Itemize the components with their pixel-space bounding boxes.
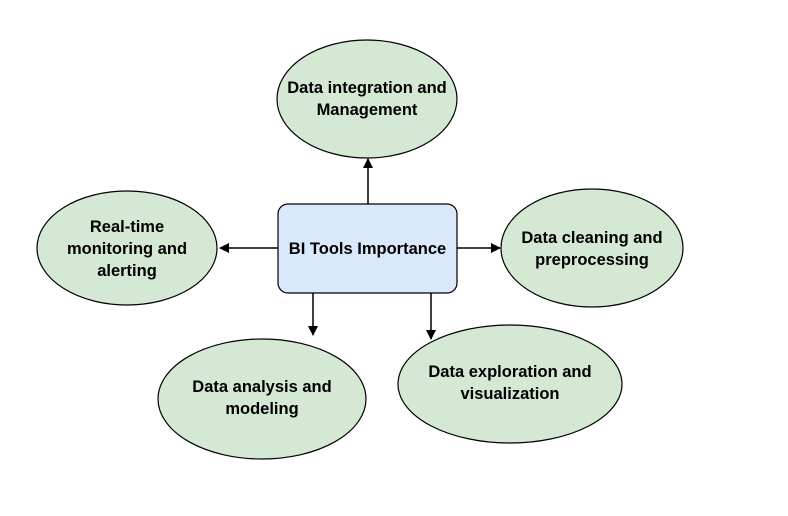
node-real-time-line2: monitoring and	[67, 240, 187, 258]
node-data-exploration-line1: Data exploration and	[428, 363, 591, 381]
node-data-analysis-line2: modeling	[225, 400, 298, 418]
node-data-exploration: Data exploration and visualization	[397, 324, 623, 444]
node-real-time-line3: alerting	[97, 262, 157, 280]
node-data-exploration-line2: visualization	[460, 385, 559, 403]
node-real-time-monitoring: Real-time monitoring and alerting	[36, 190, 218, 306]
node-real-time-line1: Real-time	[90, 218, 164, 236]
node-data-cleaning-line1: Data cleaning and	[521, 229, 662, 247]
node-data-analysis: Data analysis and modeling	[157, 338, 367, 460]
node-data-integration: Data integration and Management	[276, 39, 458, 159]
node-data-analysis-line1: Data analysis and	[192, 378, 331, 396]
node-data-cleaning: Data cleaning and preprocessing	[500, 188, 684, 308]
node-data-cleaning-line2: preprocessing	[535, 251, 649, 269]
center-label: BI Tools Importance	[289, 240, 446, 258]
center-node: BI Tools Importance	[277, 203, 458, 294]
node-data-integration-line1: Data integration and	[287, 79, 447, 97]
node-data-integration-line2: Management	[317, 101, 418, 119]
